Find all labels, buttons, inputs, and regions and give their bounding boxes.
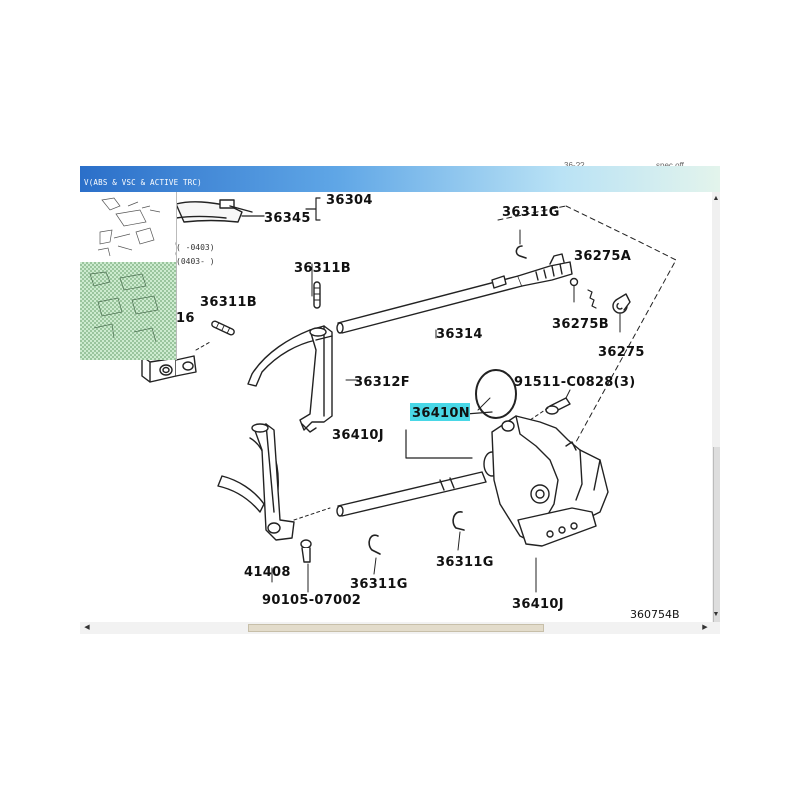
parts-catalog-window: 36-?? spec off V(ABS & VSC & ACTIVE TRC): [80, 160, 720, 634]
part-label-36311G-bottom-left[interactable]: 36311G: [350, 577, 408, 592]
thumbnail-selection-sketch: [89, 271, 159, 343]
spring-pin-drawing-center: [313, 281, 321, 309]
part-label-36345[interactable]: 36345: [264, 211, 311, 226]
vertical-scroll-thumb[interactable]: [713, 447, 720, 634]
part-label-91511-C0828[interactable]: 91511-C0828(3): [514, 375, 635, 390]
part-highlight-box: [410, 403, 470, 421]
part-label-90105-07002[interactable]: 90105-07002: [262, 593, 361, 608]
scroll-down-arrow-icon[interactable]: ▼: [712, 611, 720, 618]
scroll-right-arrow-icon[interactable]: ▶: [702, 624, 708, 631]
shift-fork-top-partial-drawing: [175, 199, 253, 223]
thumbnail-note-2: (0403- ): [174, 249, 176, 258]
exploded-parts-diagram: 36304 36345 36311G 36311B 36311B 16 3627…: [141, 193, 680, 621]
part-label-36311B-left[interactable]: 36311B: [200, 295, 257, 310]
part-label-36410J-bottom[interactable]: 36410J: [512, 597, 564, 612]
shift-fork-upper-drawing: [247, 325, 333, 433]
title-bar: V(ABS & VSC & ACTIVE TRC): [80, 166, 720, 192]
o-ring-drawing: [475, 369, 517, 419]
shift-housing-36410J-drawing: [491, 415, 609, 547]
bolt-91511-drawing: [545, 389, 571, 415]
part-label-36311B-center[interactable]: 36311B: [294, 261, 351, 276]
thumbnail-preview[interactable]: ( -0403) (0403- ): [80, 192, 176, 263]
thumbnail-sketch: [97, 197, 161, 257]
part-label-36275A[interactable]: 36275A: [574, 249, 631, 264]
shift-fork-lower-drawing: [217, 423, 295, 541]
figure-number: 360754B: [630, 608, 680, 621]
tab-label-spec[interactable]: spec off: [656, 161, 684, 170]
part-label-36311G-top[interactable]: 36311G: [502, 205, 560, 220]
part-label-36410J-left[interactable]: 36410J: [332, 428, 384, 443]
part-label-16[interactable]: 16: [176, 311, 195, 326]
scroll-left-arrow-icon[interactable]: ◀: [84, 624, 90, 631]
window-title: V(ABS & VSC & ACTIVE TRC): [84, 178, 202, 187]
tab-label-section[interactable]: 36-??: [564, 161, 584, 170]
thumbnail-note-1: ( -0403): [174, 239, 176, 248]
thumbnail-selection-area[interactable]: [80, 262, 176, 360]
shift-shaft-36314-drawing: [336, 253, 573, 334]
side-note-2: (0403- ): [176, 257, 215, 266]
part-label-36275B[interactable]: 36275B: [552, 317, 609, 332]
part-label-36410N[interactable]: 36410N: [412, 406, 470, 421]
part-label-36304[interactable]: 36304: [326, 193, 373, 208]
part-label-36275[interactable]: 36275: [598, 345, 645, 360]
part-label-36314[interactable]: 36314: [436, 327, 483, 342]
thumbnail-side-notes: ( -0403) (0403- ): [176, 243, 215, 266]
part-label-36311G-bottom-right[interactable]: 36311G: [436, 555, 494, 570]
thumbnail-navigator[interactable]: ( -0403) (0403- ): [80, 192, 177, 360]
horizontal-scrollbar[interactable]: ◀ ▶: [80, 622, 720, 634]
scroll-up-arrow-icon[interactable]: ▲: [712, 195, 720, 202]
vertical-scrollbar[interactable]: ▲ ▼: [712, 192, 720, 634]
part-label-36312F[interactable]: 36312F: [354, 375, 410, 390]
thumbnail-notes: ( -0403) (0403- ): [174, 239, 176, 258]
part-label-41408[interactable]: 41408: [244, 565, 291, 580]
detent-parts-drawing: [569, 277, 631, 333]
spring-pin-drawing-left: [211, 320, 235, 336]
side-note-1: ( -0403): [176, 243, 215, 252]
horizontal-scroll-thumb[interactable]: [248, 624, 544, 632]
